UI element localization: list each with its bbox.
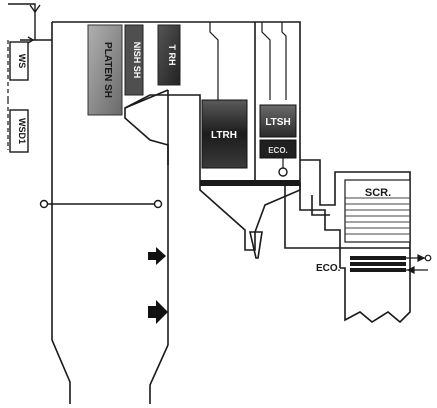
platen-sh-label: PLATEN SH [102, 42, 113, 98]
flue-duct-lower [299, 182, 341, 268]
low-temp-reheater: LTRH [201, 99, 248, 169]
platen-superheater: PLATEN SH [87, 24, 123, 116]
flue-duct-upper [300, 159, 411, 268]
ltrh-label: LTRH [211, 130, 237, 141]
hanger-tubes [209, 22, 287, 100]
bypass-line [284, 182, 410, 249]
scr-lower-casing [340, 267, 411, 324]
final-rh-label: T RH [167, 45, 177, 66]
water-separator-drain-tank: WSD1 [7, 100, 29, 153]
eco-upper-label: ECO. [268, 146, 288, 155]
burner-arrow-lower [148, 300, 168, 324]
economizer-upper: ECO. [259, 139, 297, 159]
water-separator: WS [7, 40, 29, 100]
backpass-hopper [199, 182, 301, 251]
wsd1-label: WSD1 [17, 118, 27, 144]
nose-top [124, 94, 201, 182]
steam-header-line [8, 3, 36, 40]
furnace-wall [51, 22, 71, 404]
backpass-floor-bar [200, 180, 300, 186]
eco-outlet-connector [278, 158, 288, 177]
low-temp-superheater: LTSH [259, 104, 297, 138]
scr-reactor: SCR. [344, 179, 411, 243]
ws-label: WS [17, 54, 27, 69]
scr-label: SCR. [365, 187, 391, 199]
eco-lower-label: ECO. [316, 263, 341, 274]
furnace-transition-header [39, 199, 163, 209]
feedwater-connections [406, 248, 432, 274]
economizer-lower: ECO. [316, 256, 406, 274]
final-reheater: T RH [157, 24, 181, 86]
boiler-roof [52, 21, 301, 182]
burner-arrow-upper [148, 247, 166, 265]
duct-inner-left [311, 195, 330, 216]
finish-sh-label: NISH SH [132, 42, 142, 79]
ash-hopper-outlet [248, 231, 263, 259]
scr-catalyst-layers [345, 197, 410, 235]
furnace-nose [124, 89, 169, 165]
furnace-hopper-right [149, 344, 169, 404]
finishing-superheater: NISH SH [124, 24, 144, 96]
ltsh-label: LTSH [265, 117, 290, 128]
